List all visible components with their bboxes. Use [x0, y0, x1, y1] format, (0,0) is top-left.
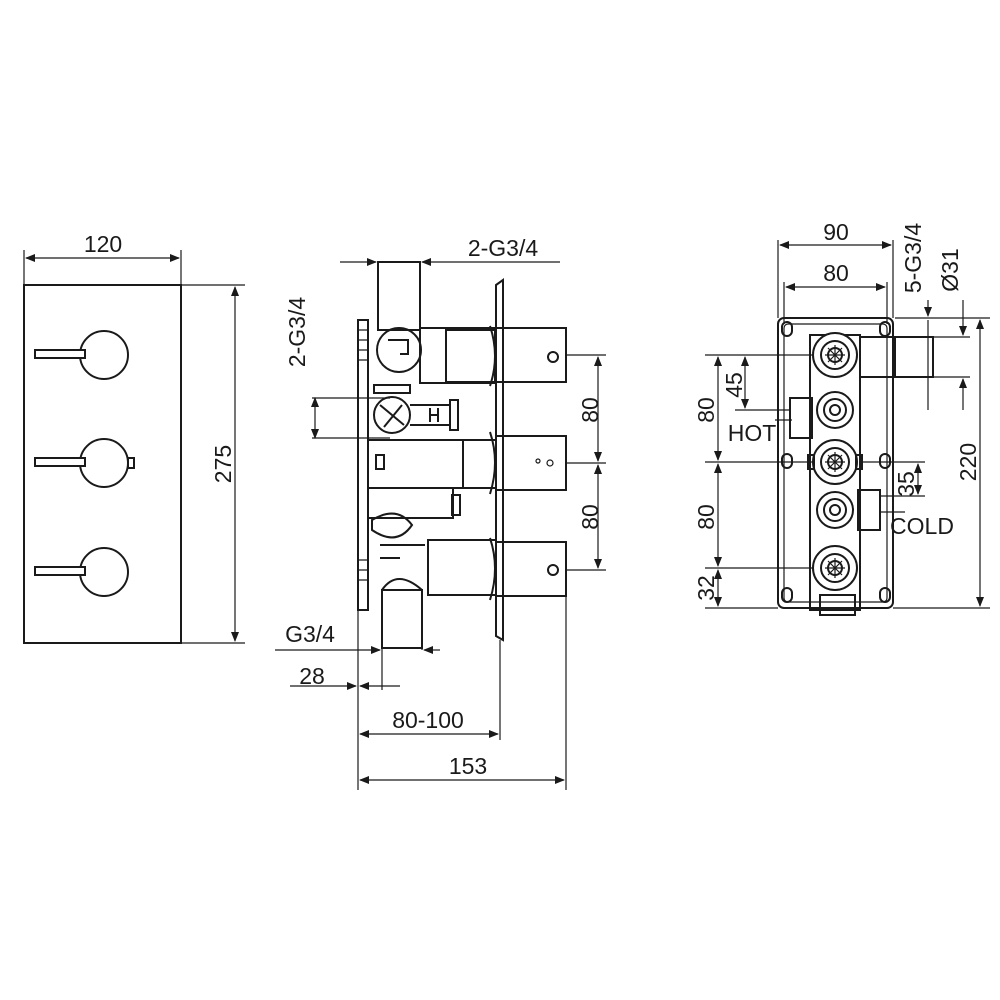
diameter-label: Ø31: [937, 248, 963, 291]
back-spacing-lower-label: 80: [693, 504, 719, 530]
port-upper-middle: [816, 391, 854, 429]
cold-label: COLD: [890, 513, 954, 539]
side-view: 2-G3/4 2-G3/4 80 80 G3/4 28 80-100 153: [275, 235, 606, 790]
control-handle-bottom: [34, 547, 129, 597]
control-handle-middle: [34, 438, 135, 488]
back-spacing-upper-label: 80: [693, 397, 719, 423]
bottom-inlet-label: G3/4: [285, 621, 335, 647]
offset-35-label: 35: [893, 471, 919, 497]
outlet-spec-label: 5-G3/4: [900, 223, 926, 294]
offset-45-label: 45: [721, 372, 747, 398]
bottom-offset-label: 28: [299, 663, 325, 689]
front-view: 120 275: [23, 231, 245, 644]
back-bottom-offset-label: 32: [693, 575, 719, 601]
port-middle: [807, 439, 863, 485]
dimension-width-label: 120: [84, 231, 122, 257]
side-handle-top: [489, 325, 567, 387]
depth-range-label: 80-100: [392, 707, 464, 733]
side-handle-middle: [489, 431, 567, 495]
overall-depth-label: 153: [449, 753, 487, 779]
left-outlet-label: 2-G3/4: [284, 297, 310, 368]
faceplate: [23, 284, 182, 644]
control-handle-top: [34, 330, 129, 380]
outer-width-label: 90: [823, 219, 849, 245]
mounting-plate: [777, 317, 894, 609]
inner-width-label: 80: [823, 260, 849, 286]
side-handle-bottom: [489, 537, 567, 601]
back-view: 90 80 5-G3/4 Ø31 220 35 45 80 80: [693, 219, 990, 616]
side-spacing-lower-label: 80: [577, 504, 603, 530]
port-bottom: [812, 545, 858, 591]
port-lower-middle: [816, 491, 854, 529]
overall-height-label: 220: [955, 443, 981, 481]
side-spacing-upper-label: 80: [577, 397, 603, 423]
top-outlet-label: 2-G3/4: [468, 235, 539, 261]
dimension-height-label: 275: [210, 445, 236, 483]
port-top: [812, 332, 858, 378]
hot-label: HOT: [728, 420, 777, 446]
